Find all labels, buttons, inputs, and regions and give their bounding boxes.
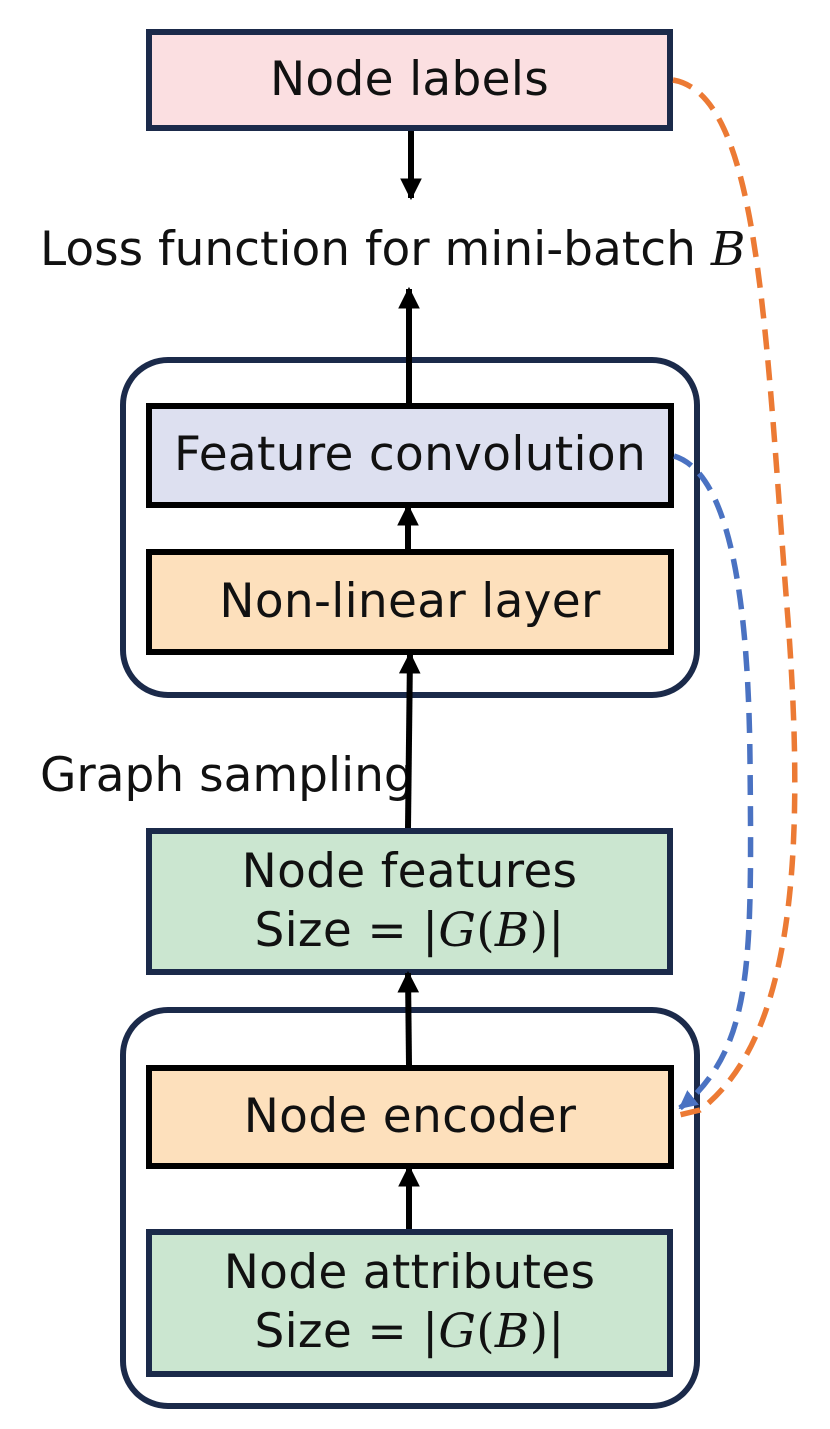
node-labels-box: Node labels: [146, 29, 673, 131]
node-attributes-size-paren-open: (: [476, 1304, 495, 1359]
loss-function-prefix: Loss function for mini-batch: [40, 222, 711, 277]
non-linear-layer-text: Non-linear layer: [219, 573, 601, 629]
node-features-size-batch: B: [494, 902, 530, 958]
loss-function-label: Loss function for mini-batch B: [40, 226, 745, 273]
node-features-box: Node features Size = |G(B)|: [146, 828, 673, 975]
node-attributes-size-prefix: Size = |: [254, 1304, 439, 1359]
node-attributes-box: Node attributes Size = |G(B)|: [146, 1229, 673, 1377]
node-features-title: Node features: [241, 843, 578, 899]
node-attributes-size: Size = |G(B)|: [254, 1303, 564, 1362]
loss-function-variable: B: [710, 222, 746, 277]
node-attributes-size-graph: G: [438, 1304, 477, 1359]
node-features-size-paren-close: ): [529, 902, 549, 958]
node-attributes-size-paren-close: ): [529, 1304, 549, 1359]
node-features-size-graph: G: [438, 902, 477, 958]
node-attributes-size-batch: B: [494, 1304, 530, 1359]
feature-convolution-text: Feature convolution: [173, 427, 647, 483]
feature-convolution-box: Feature convolution: [146, 403, 674, 508]
node-attributes-size-suffix: |: [548, 1304, 565, 1359]
node-encoder-box: Node encoder: [146, 1065, 674, 1169]
node-features-size: Size = |G(B)|: [254, 902, 564, 961]
node-attributes-title: Node attributes: [223, 1245, 596, 1301]
non-linear-layer-box: Non-linear layer: [146, 549, 674, 655]
node-features-size-paren-open: (: [476, 902, 495, 958]
graph-sampling-label: Graph sampling: [40, 748, 414, 803]
node-labels-text: Node labels: [269, 51, 550, 107]
node-features-size-suffix: |: [548, 902, 565, 958]
node-features-size-prefix: Size = |: [254, 902, 439, 958]
node-encoder-text: Node encoder: [243, 1088, 577, 1144]
